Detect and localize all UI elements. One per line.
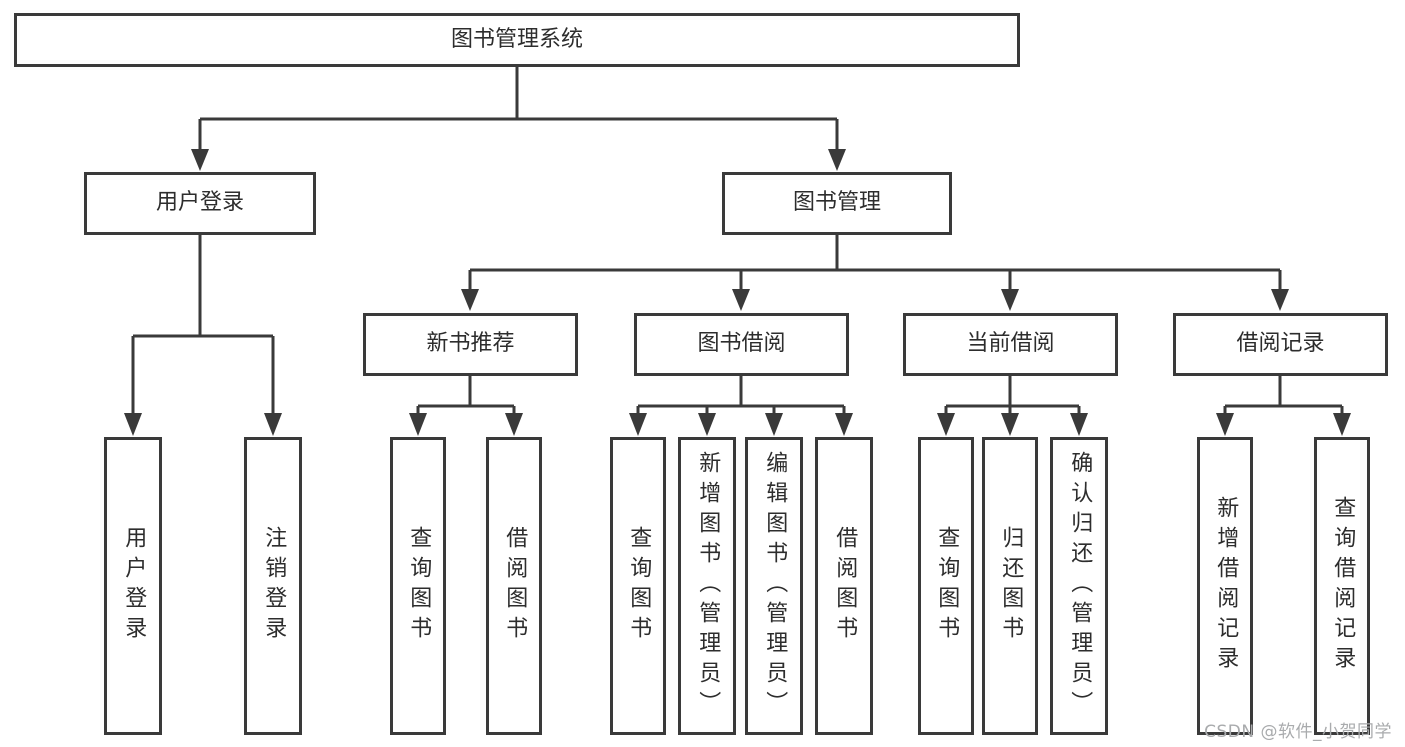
leaf-borrow-borrow-books: 借阅图书 bbox=[815, 437, 873, 735]
leaf-borrow-query-books: 查询图书 bbox=[610, 437, 666, 735]
node-user-login: 用户登录 bbox=[84, 172, 316, 235]
leaf-logout: 注销登录 bbox=[244, 437, 302, 735]
node-book-mgmt: 图书管理 bbox=[722, 172, 952, 235]
node-borrow-record: 借阅记录 bbox=[1173, 313, 1388, 376]
csdn-watermark: CSDN @软件_小贺同学 bbox=[1204, 722, 1392, 742]
connectors-new-book-rec bbox=[409, 376, 523, 436]
leaf-borrow-edit-books-admin: 编辑图书（管理员） bbox=[745, 437, 803, 735]
node-current-borrow: 当前借阅 bbox=[903, 313, 1118, 376]
connectors-current-borrow bbox=[937, 376, 1088, 436]
leaf-new-rec-query-books: 查询图书 bbox=[390, 437, 446, 735]
leaf-current-query-books: 查询图书 bbox=[918, 437, 974, 735]
leaf-record-add-record: 新增借阅记录 bbox=[1197, 437, 1253, 735]
leaf-user-login: 用户登录 bbox=[104, 437, 162, 735]
connectors-user-login bbox=[124, 235, 282, 436]
leaf-record-query-record: 查询借阅记录 bbox=[1314, 437, 1370, 735]
node-root: 图书管理系统 bbox=[14, 13, 1020, 67]
connectors-borrow-record bbox=[1216, 376, 1351, 436]
leaf-new-rec-borrow-books: 借阅图书 bbox=[486, 437, 542, 735]
leaf-borrow-add-books-admin: 新增图书（管理员） bbox=[678, 437, 736, 735]
connectors-book-borrow bbox=[629, 376, 853, 436]
leaf-current-confirm-return-admin: 确认归还（管理员） bbox=[1050, 437, 1108, 735]
connectors-book-mgmt bbox=[461, 235, 1289, 311]
node-new-book-rec: 新书推荐 bbox=[363, 313, 578, 376]
leaf-current-return-books: 归还图书 bbox=[982, 437, 1038, 735]
node-book-borrow: 图书借阅 bbox=[634, 313, 849, 376]
connectors-root bbox=[191, 67, 846, 171]
